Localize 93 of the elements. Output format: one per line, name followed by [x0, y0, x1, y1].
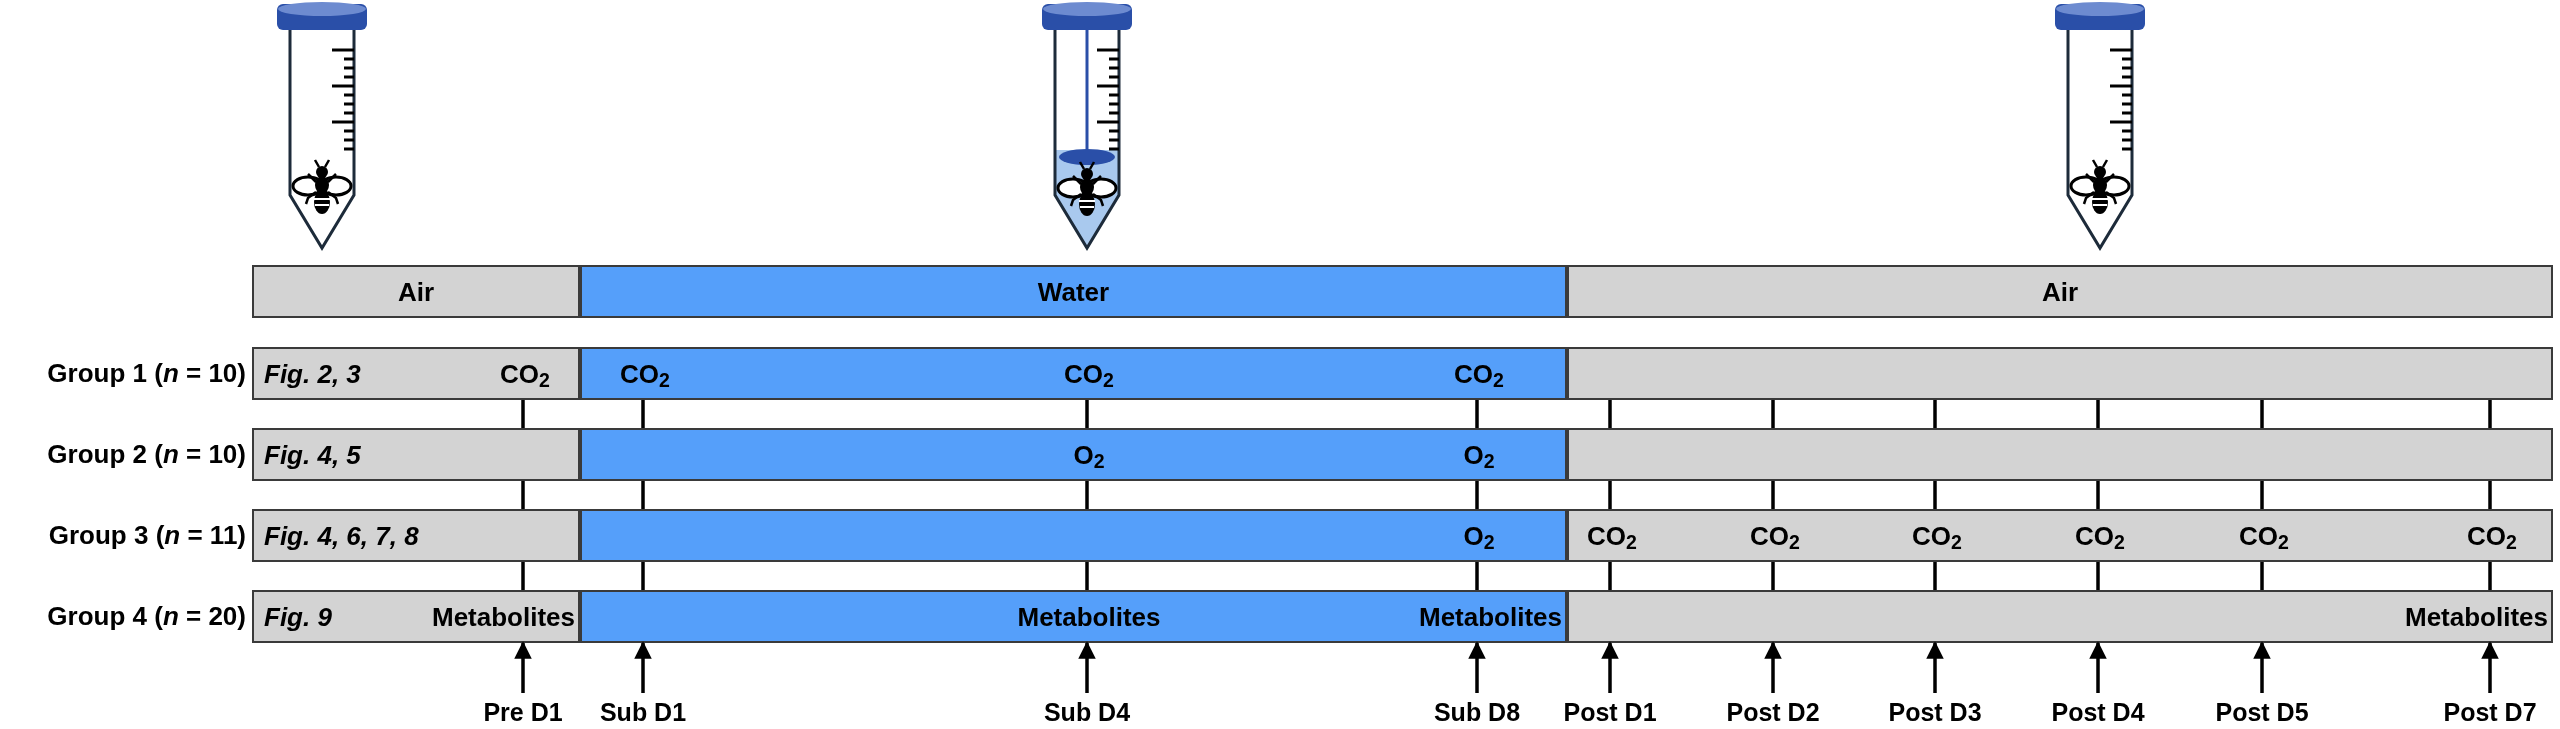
arrow — [2253, 641, 2271, 693]
measurement-label: Metabolites — [1017, 601, 1161, 632]
timeline-segment — [1567, 428, 2553, 481]
measurement-label: CO$_{2}$ — [620, 358, 670, 389]
measurement-label: CO$_{2}$ — [1064, 358, 1114, 389]
measurement-label: Metabolites — [1418, 601, 1562, 632]
measurement-label: O$_{2}$ — [1073, 439, 1105, 470]
group-label: Group 1 (n = 10) — [47, 358, 246, 388]
time-point-label: Post D5 — [2215, 697, 2309, 727]
connector-line — [2488, 400, 2492, 428]
arrow — [1468, 641, 1486, 693]
timeline-segment — [1567, 509, 2553, 562]
timeline-segment — [1567, 590, 2553, 643]
connector-line — [1771, 481, 1775, 509]
arrow — [514, 641, 532, 693]
arrow — [1764, 641, 1782, 693]
measurement-label: CO$_{2}$ — [2239, 520, 2289, 551]
time-point-label: Post D1 — [1563, 697, 1657, 727]
measurement-label: CO$_{2}$ — [1454, 358, 1504, 389]
time-point-label: Post D3 — [1888, 697, 1982, 727]
connector-line — [1608, 481, 1612, 509]
measurement-label: CO$_{2}$ — [500, 358, 550, 389]
phase-segment — [252, 265, 580, 318]
timeline-segment — [580, 428, 1567, 481]
connector-line — [2260, 400, 2264, 428]
connector-line — [2096, 562, 2100, 590]
connector-line — [2260, 562, 2264, 590]
connector-line — [1933, 562, 1937, 590]
time-point-label: Post D7 — [2443, 697, 2537, 727]
connector-line — [1608, 562, 1612, 590]
measurement-label: Metabolites — [431, 601, 575, 632]
timeline-segment — [252, 590, 580, 643]
connector-line — [521, 562, 525, 590]
timeline-segment — [580, 590, 1567, 643]
group-label: Group 4 (n = 20) — [47, 601, 246, 631]
connector-line — [521, 400, 525, 428]
phase-label: Air — [2041, 276, 2079, 307]
connector-line — [521, 481, 525, 509]
measurement-label: CO$_{2}$ — [1587, 520, 1637, 551]
time-point-label: Post D2 — [1726, 697, 1820, 727]
connector-line — [1475, 400, 1479, 428]
figure-reference: Fig. 4, 6, 7, 8 — [264, 520, 419, 551]
connector-line — [1608, 400, 1612, 428]
timeline-segment — [252, 347, 580, 400]
group-label: Group 2 (n = 10) — [47, 439, 246, 469]
connector-line — [1085, 562, 1089, 590]
measurement-label: CO$_{2}$ — [2467, 520, 2517, 551]
measurement-label: Metabolites — [2404, 601, 2548, 632]
arrow — [1601, 641, 1619, 693]
connector-line — [2096, 400, 2100, 428]
time-point-label: Sub D8 — [1433, 697, 1521, 727]
connector-line — [2488, 481, 2492, 509]
connector-line — [641, 400, 645, 428]
connector-line — [641, 481, 645, 509]
connector-line — [2096, 481, 2100, 509]
connector-line — [1933, 400, 1937, 428]
connector-line — [641, 562, 645, 590]
phase-segment — [1567, 265, 2553, 318]
phase-segment — [580, 265, 1567, 318]
connector-line — [1475, 481, 1479, 509]
phase-label: Air — [397, 276, 435, 307]
time-point-label: Pre D1 — [483, 697, 563, 727]
phase-label: Water — [1037, 276, 1110, 307]
connector-line — [1085, 400, 1089, 428]
arrow — [634, 641, 652, 693]
measurement-label: CO$_{2}$ — [1750, 520, 1800, 551]
connector-line — [1933, 481, 1937, 509]
timeline-segment — [580, 347, 1567, 400]
timeline-segment — [580, 509, 1567, 562]
timeline-segment — [252, 428, 580, 481]
arrow — [1926, 641, 1944, 693]
measurement-label: CO$_{2}$ — [1912, 520, 1962, 551]
timeline-segment — [1567, 347, 2553, 400]
measurement-label: O$_{2}$ — [1463, 520, 1495, 551]
connector-line — [2488, 562, 2492, 590]
timeline-segment — [252, 509, 580, 562]
connector-line — [1771, 562, 1775, 590]
arrow — [2089, 641, 2107, 693]
time-point-label: Sub D1 — [599, 697, 687, 727]
figure-reference: Fig. 9 — [264, 601, 332, 632]
connector-line — [1771, 400, 1775, 428]
time-point-label: Post D4 — [2051, 697, 2145, 727]
group-label: Group 3 (n = 11) — [48, 520, 246, 550]
figure-reference: Fig. 4, 5 — [264, 439, 361, 470]
arrow — [1078, 641, 1096, 693]
connector-line — [1085, 481, 1089, 509]
measurement-label: O$_{2}$ — [1463, 439, 1495, 470]
measurement-label: CO$_{2}$ — [2075, 520, 2125, 551]
arrow — [2481, 641, 2499, 693]
figure-reference: Fig. 2, 3 — [264, 358, 361, 389]
time-point-label: Sub D4 — [1043, 697, 1131, 727]
connector-line — [2260, 481, 2264, 509]
connector-line — [1475, 562, 1479, 590]
